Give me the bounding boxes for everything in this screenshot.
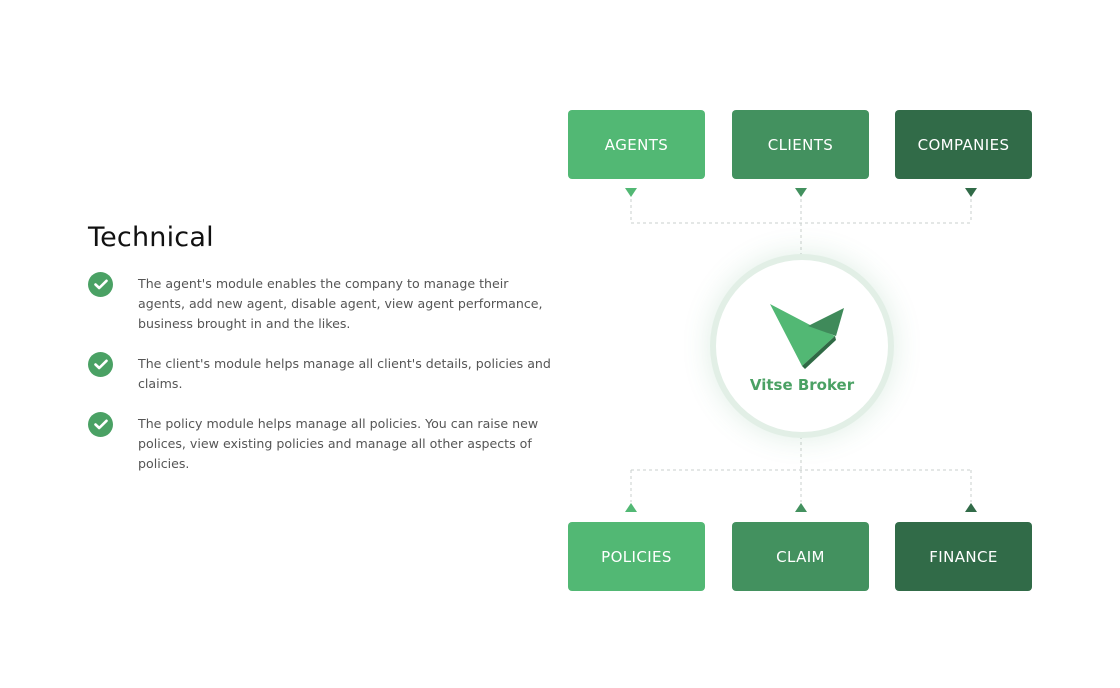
bullet-item: The agent's module enables the company t… [88, 272, 558, 334]
vitse-broker-logo-icon [770, 304, 844, 369]
node-finance: FINANCE [895, 522, 1032, 591]
node-claim: CLAIM [732, 522, 869, 591]
hub-inner: Vitse Broker [716, 260, 888, 432]
check-circle-icon [88, 352, 113, 377]
hub-name: Vitse Broker [749, 376, 855, 394]
arrow-up-icon [795, 503, 807, 512]
node-agents: AGENTS [568, 110, 705, 179]
check-circle-icon [88, 412, 113, 437]
node-companies: COMPANIES [895, 110, 1032, 179]
node-clients: CLIENTS [732, 110, 869, 179]
bullet-text: The agent's module enables the company t… [138, 276, 543, 331]
arrow-down-icon [795, 188, 807, 197]
node-policies: POLICIES [568, 522, 705, 591]
bullet-item: The policy module helps manage all polic… [88, 412, 558, 474]
hub-circle: Vitse Broker [710, 254, 894, 438]
technical-section: Technical The agent's module enables the… [88, 222, 558, 494]
bullet-text: The policy module helps manage all polic… [138, 416, 539, 471]
arrow-up-icon [625, 503, 637, 512]
arrow-up-icon [965, 503, 977, 512]
bullet-item: The client's module helps manage all cli… [88, 352, 558, 394]
arrow-down-icon [625, 188, 637, 197]
arrow-down-icon [965, 188, 977, 197]
bullet-text: The client's module helps manage all cli… [138, 356, 551, 391]
check-circle-icon [88, 272, 113, 297]
section-title: Technical [88, 222, 214, 253]
